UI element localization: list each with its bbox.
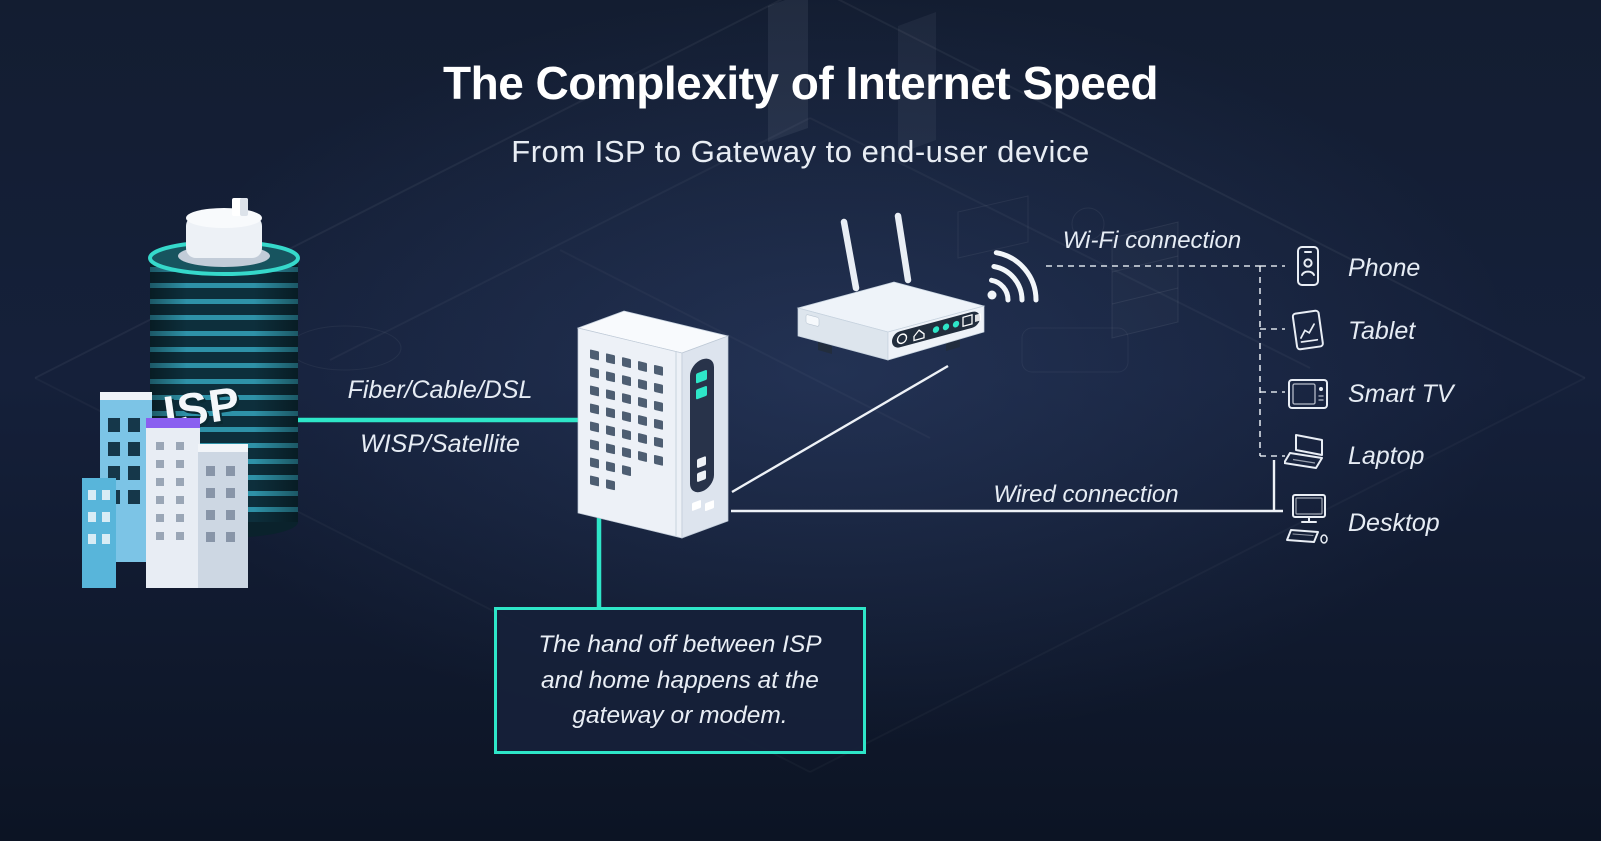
wired-connection-label: Wired connection — [993, 481, 1179, 508]
smart-tv-icon — [1288, 379, 1328, 409]
device-row-desktop: Desktop — [1284, 492, 1440, 554]
device-label-smart-tv: Smart TV — [1348, 379, 1454, 408]
wifi-connection-label: Wi-Fi connection — [1062, 227, 1242, 254]
modem-indicator-panel — [690, 358, 714, 512]
city-buildings — [82, 392, 248, 588]
device-label-tablet: Tablet — [1348, 316, 1416, 345]
device-row-laptop: Laptop — [1284, 428, 1424, 484]
wifi-dashed-line — [1046, 265, 1285, 457]
device-label-laptop: Laptop — [1348, 441, 1425, 470]
fiber-cable-dsl-label: Fiber/Cable/DSL — [347, 376, 533, 404]
wifi-signal-icon — [987, 250, 1039, 303]
wired-line — [731, 460, 1283, 513]
router-antennas — [840, 212, 912, 292]
wifi-router — [796, 212, 986, 361]
desktop-icon — [1286, 494, 1328, 544]
gateway-callout-box: The hand off between ISP and home happen… — [494, 607, 866, 754]
device-row-tablet: Tablet — [1284, 303, 1415, 359]
gateway-callout-text: The hand off between ISP and home happen… — [538, 631, 822, 730]
wisp-satellite-label: WISP/Satellite — [360, 430, 520, 458]
page-subtitle: From ISP to Gateway to end-user device — [511, 134, 1090, 169]
phone-icon — [1297, 246, 1319, 286]
tablet-icon — [1291, 309, 1324, 351]
laptop-icon — [1284, 434, 1323, 469]
router-front-panel — [892, 311, 981, 348]
gateway-modem — [576, 310, 730, 539]
modem-router-line — [731, 364, 949, 494]
device-label-desktop: Desktop — [1348, 508, 1440, 537]
isp-roof-structure — [178, 198, 270, 267]
page-title: The Complexity of Internet Speed — [443, 57, 1159, 109]
building-gray — [198, 444, 248, 588]
modem-vents — [590, 349, 663, 491]
building-blue — [100, 392, 152, 562]
device-row-phone: Phone — [1284, 240, 1420, 296]
building-white-purple — [146, 418, 200, 588]
device-label-phone: Phone — [1348, 253, 1421, 282]
device-row-smart-tv: Smart TV — [1284, 366, 1454, 422]
building-cyan — [82, 478, 116, 588]
